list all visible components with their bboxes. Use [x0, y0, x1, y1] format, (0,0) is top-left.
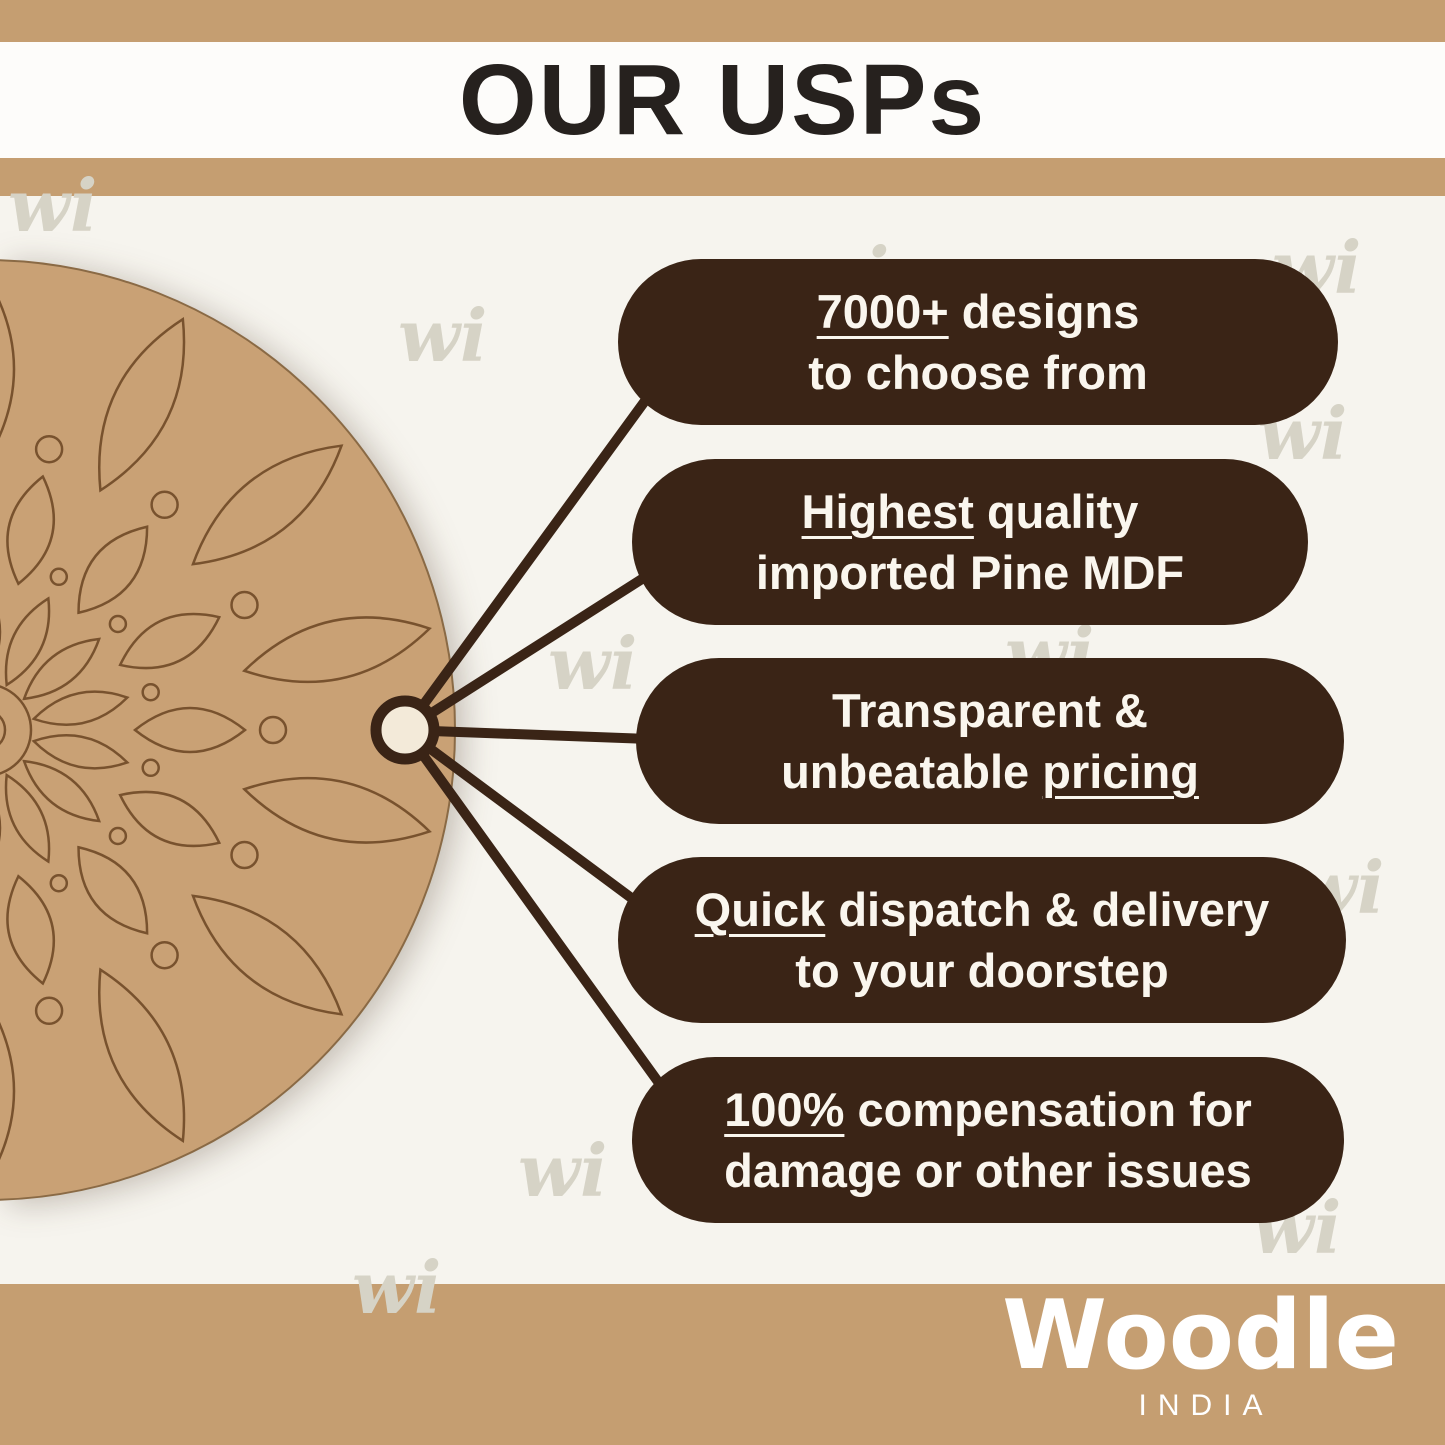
usp-text: compensation for: [844, 1082, 1252, 1136]
usp-pill-dispatch: Quick dispatch & delivery to your doorst…: [618, 857, 1346, 1023]
brand-logo: Woodle INDIA: [1002, 1281, 1399, 1423]
title-strip: OUR USPs: [0, 42, 1445, 158]
usp-text: dispatch & delivery: [825, 882, 1270, 936]
usp-pill-compensation: 100% compensation for damage or other is…: [632, 1057, 1344, 1223]
usp-text-underlined: 100%: [724, 1082, 845, 1136]
usp-text: damage or other issues: [724, 1144, 1252, 1197]
usp-text: quality: [973, 484, 1139, 538]
bottom-band: [0, 1284, 1445, 1445]
usp-text: unbeatable: [781, 745, 1043, 798]
usp-pill-designs: 7000+ designs to choose from: [618, 259, 1338, 425]
brand-watermark: wi: [352, 1245, 442, 1330]
brand-watermark: wi: [398, 293, 488, 378]
usp-pill-quality: Highest quality imported Pine MDF: [632, 459, 1308, 625]
usp-text: Transparent &: [831, 683, 1149, 737]
brand-name: Woodle: [1002, 1281, 1399, 1392]
connector-node: [370, 695, 440, 765]
brand-watermark: wi: [8, 163, 98, 248]
brand-watermark: wi: [518, 1128, 608, 1213]
usp-text: imported Pine MDF: [755, 546, 1185, 599]
usp-text-underlined: pricing: [1042, 745, 1199, 798]
usp-text: to your doorstep: [795, 944, 1169, 997]
usp-text-underlined: Highest: [801, 484, 974, 538]
usp-text-underlined: Quick: [694, 882, 826, 936]
brand-country: INDIA: [1138, 1389, 1274, 1422]
usp-pill-pricing: Transparent & unbeatable pricing: [636, 658, 1344, 824]
brand-watermark: wi: [548, 621, 638, 706]
usp-text-underlined: 7000+: [816, 284, 949, 338]
usp-text: to choose from: [808, 346, 1148, 399]
page-title: OUR USPs: [458, 44, 987, 156]
usp-text: designs: [948, 284, 1140, 338]
